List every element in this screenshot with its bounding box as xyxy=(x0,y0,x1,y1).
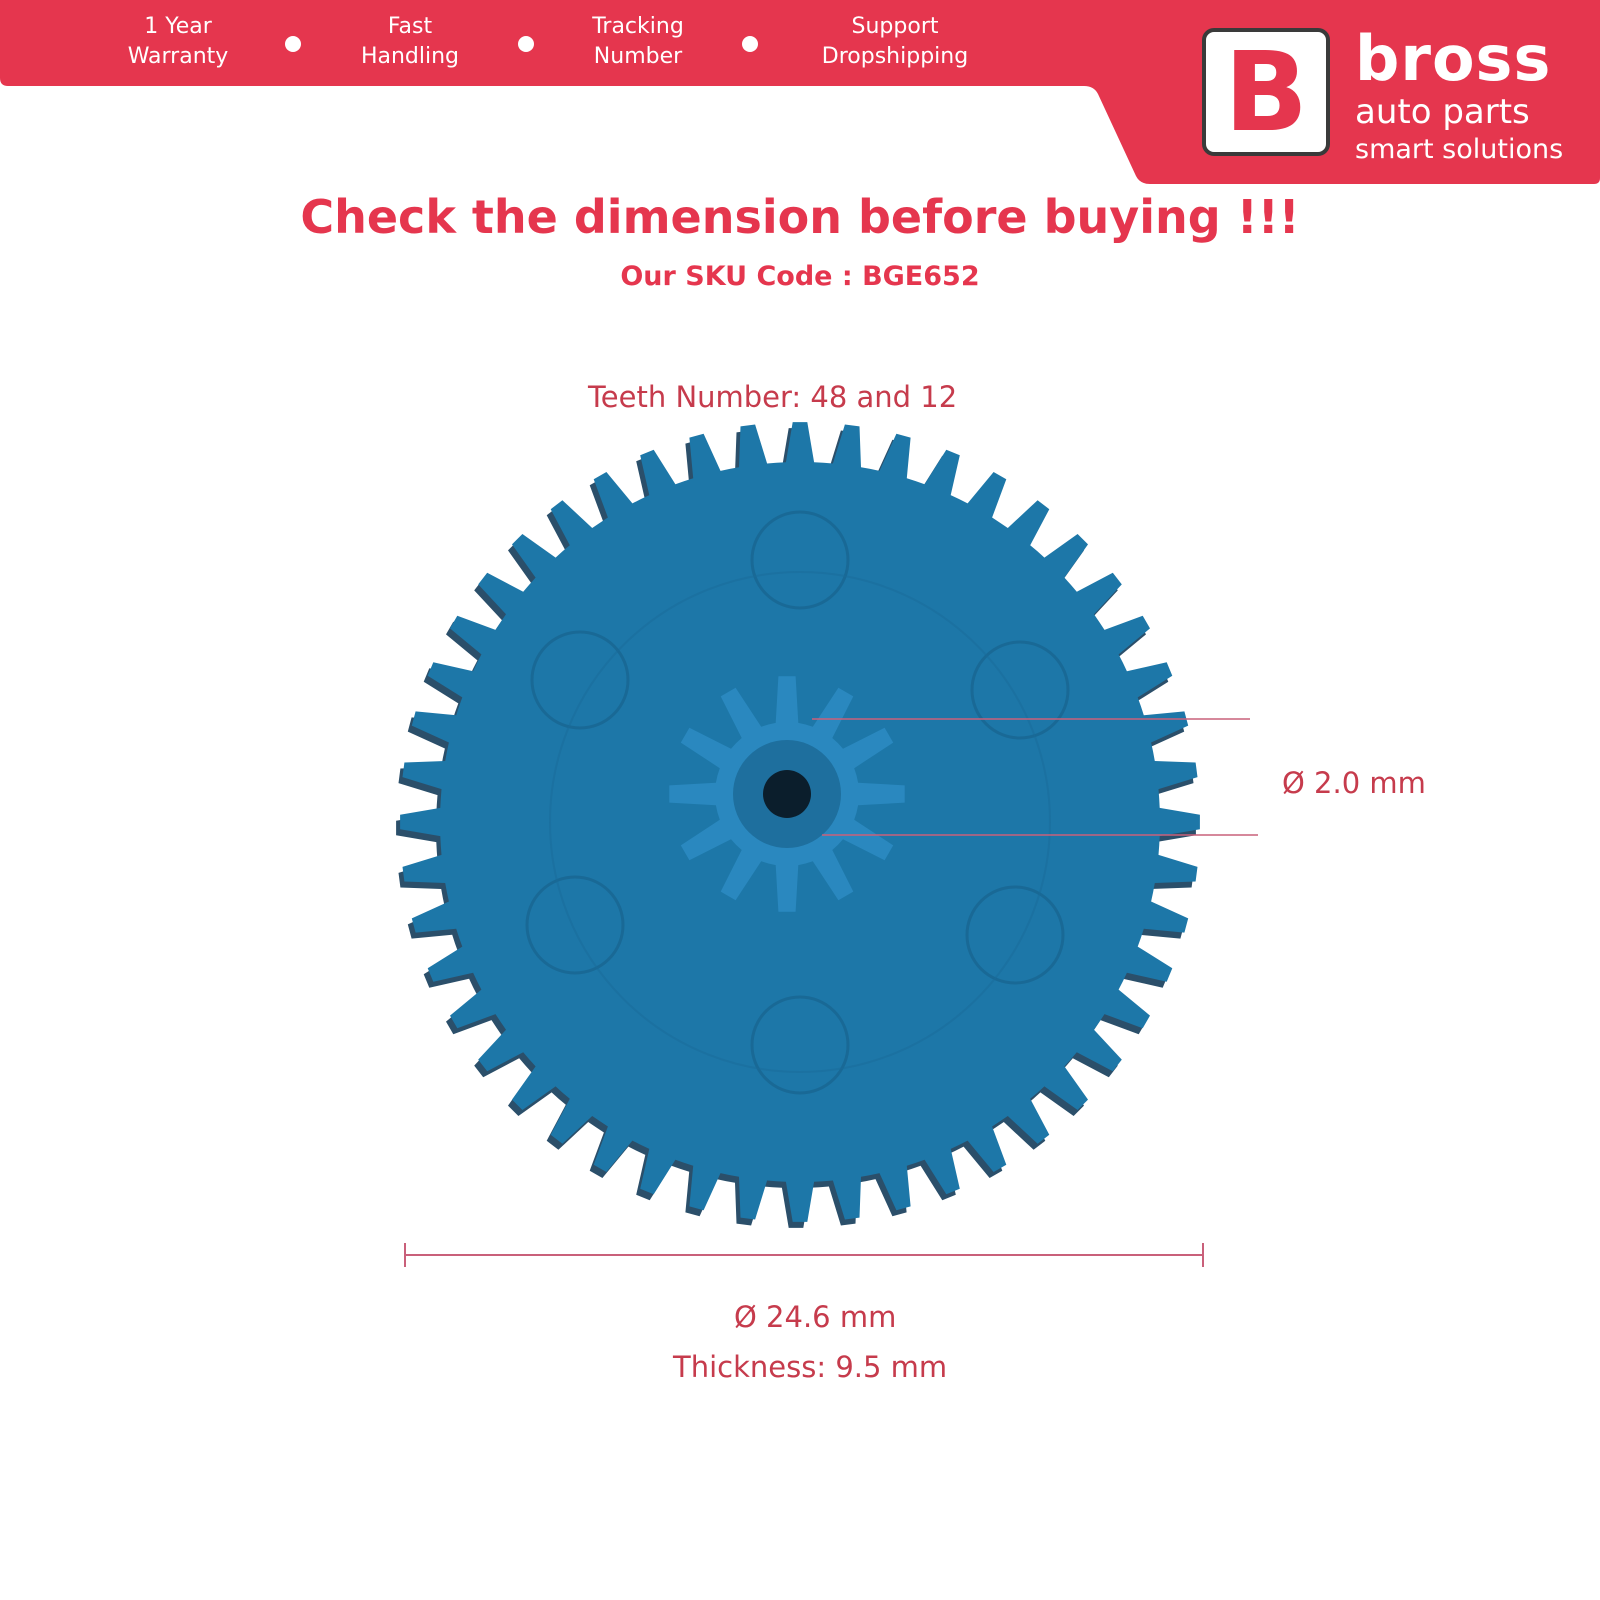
logo-name: bross xyxy=(1355,22,1552,95)
sku-code: Our SKU Code : BGE652 xyxy=(620,261,980,292)
separator-dot xyxy=(518,36,534,52)
separator-dot xyxy=(742,36,758,52)
teeth-number-label: Teeth Number: 48 and 12 xyxy=(588,380,958,414)
inner-diameter-label: Ø 2.0 mm xyxy=(1282,766,1426,800)
logo-letter: B xyxy=(1224,28,1308,156)
mold-mark xyxy=(965,885,1065,985)
mold-mark xyxy=(525,875,625,975)
mold-mark xyxy=(530,630,630,730)
logo-tagline-2: smart solutions xyxy=(1355,134,1564,165)
mold-mark xyxy=(750,995,850,1095)
separator-dot xyxy=(285,36,301,52)
logo-tagline-1: auto parts xyxy=(1355,92,1530,132)
benefit-warranty: 1 Year Warranty xyxy=(127,14,229,69)
mold-mark xyxy=(970,640,1070,740)
outer-diameter-label: Ø 24.6 mm xyxy=(734,1300,897,1334)
benefit-tracking: Tracking Number xyxy=(592,14,684,69)
logo-badge: B xyxy=(1202,28,1330,156)
gear-ring xyxy=(549,571,1051,1073)
mold-mark xyxy=(750,510,850,610)
page-title: Check the dimension before buying !!! xyxy=(300,190,1300,244)
axle-hole xyxy=(763,770,811,818)
benefit-handling: Fast Handling xyxy=(360,14,460,69)
benefit-dropshipping: Support Dropshipping xyxy=(821,14,969,69)
thickness-label: Thickness: 9.5 mm xyxy=(673,1350,948,1384)
top-banner xyxy=(0,0,1600,184)
